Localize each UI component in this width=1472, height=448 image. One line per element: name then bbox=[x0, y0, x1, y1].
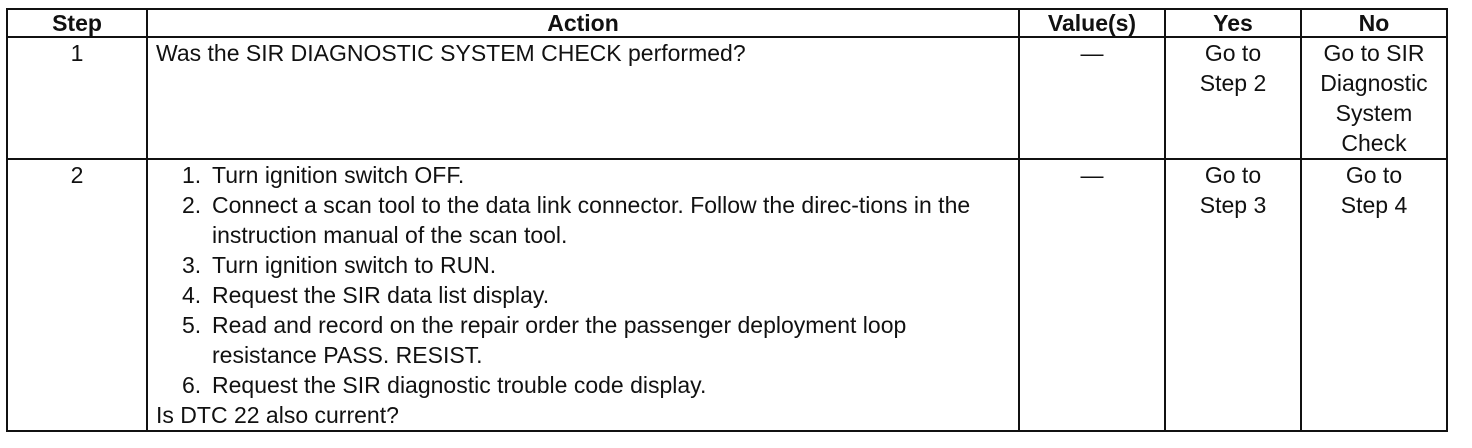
no-goto: Go to Step 4 bbox=[1340, 162, 1408, 218]
action-step-text: Connect a scan tool to the data link con… bbox=[212, 192, 971, 248]
action-step: 6. Request the SIR diagnostic trouble cod… bbox=[182, 370, 1012, 400]
value-dash: — bbox=[1080, 40, 1104, 66]
action-step: 4. Request the SIR data list display. bbox=[182, 280, 1012, 310]
table-row: 2 1. Turn ignition switch OFF. 2. Connect … bbox=[6, 158, 1448, 432]
action-step-number: 1. bbox=[182, 162, 202, 188]
action-step: 1. Turn ignition switch OFF. bbox=[182, 160, 1012, 190]
header-action: Action bbox=[146, 8, 1020, 38]
action-step-number: 5. bbox=[182, 312, 202, 338]
no-cell: Go to Step 4 bbox=[1300, 158, 1448, 432]
action-step: 5. Read and record on the repair order th… bbox=[182, 310, 1012, 370]
no-cell: Go to SIR Diagnostic System Check bbox=[1300, 36, 1448, 160]
action-step-text: Request the SIR diagnostic trouble code … bbox=[212, 372, 707, 398]
header-step: Step bbox=[6, 8, 148, 38]
action-step: 3. Turn ignition switch to RUN. bbox=[182, 250, 1012, 280]
action-step-number: 6. bbox=[182, 372, 202, 398]
table-row: 1 Was the SIR DIAGNOSTIC SYSTEM CHECK pe… bbox=[6, 36, 1448, 160]
action-step-number: 3. bbox=[182, 252, 202, 278]
action-step-text: Request the SIR data list display. bbox=[212, 282, 550, 308]
yes-goto: Go to Step 3 bbox=[1199, 162, 1267, 218]
action-question: Was the SIR DIAGNOSTIC SYSTEM CHECK perf… bbox=[156, 40, 746, 66]
header-yes: Yes bbox=[1164, 8, 1302, 38]
action-step-number: 4. bbox=[182, 282, 202, 308]
action-steps-list: 1. Turn ignition switch OFF. 2. Connect a … bbox=[156, 160, 1012, 400]
header-row: Step Action Value(s) Yes No bbox=[6, 8, 1448, 38]
action-cell: 1. Turn ignition switch OFF. 2. Connect a … bbox=[146, 158, 1020, 432]
yes-goto: Go to Step 2 bbox=[1199, 40, 1267, 96]
value-cell: — bbox=[1018, 158, 1166, 432]
yes-cell: Go to Step 2 bbox=[1164, 36, 1302, 160]
action-step-text: Read and record on the repair order the … bbox=[212, 312, 907, 368]
header-no: No bbox=[1300, 8, 1448, 38]
action-step: 2. Connect a scan tool to the data link c… bbox=[182, 190, 1012, 250]
action-step-text: Turn ignition switch OFF. bbox=[212, 162, 465, 188]
value-cell: — bbox=[1018, 36, 1166, 160]
action-step-text: Turn ignition switch to RUN. bbox=[212, 252, 497, 278]
step-number: 1 bbox=[6, 36, 148, 160]
action-cell: Was the SIR DIAGNOSTIC SYSTEM CHECK perf… bbox=[146, 36, 1020, 160]
header-values: Value(s) bbox=[1018, 8, 1166, 38]
step-number: 2 bbox=[6, 158, 148, 432]
value-dash: — bbox=[1080, 162, 1104, 188]
yes-cell: Go to Step 3 bbox=[1164, 158, 1302, 432]
diagnostic-table: Step Action Value(s) Yes No 1 Was the SI… bbox=[6, 8, 1448, 432]
no-goto: Go to SIR Diagnostic System Check bbox=[1320, 40, 1428, 156]
action-question: Is DTC 22 also current? bbox=[156, 402, 399, 428]
action-step-number: 2. bbox=[182, 192, 202, 218]
